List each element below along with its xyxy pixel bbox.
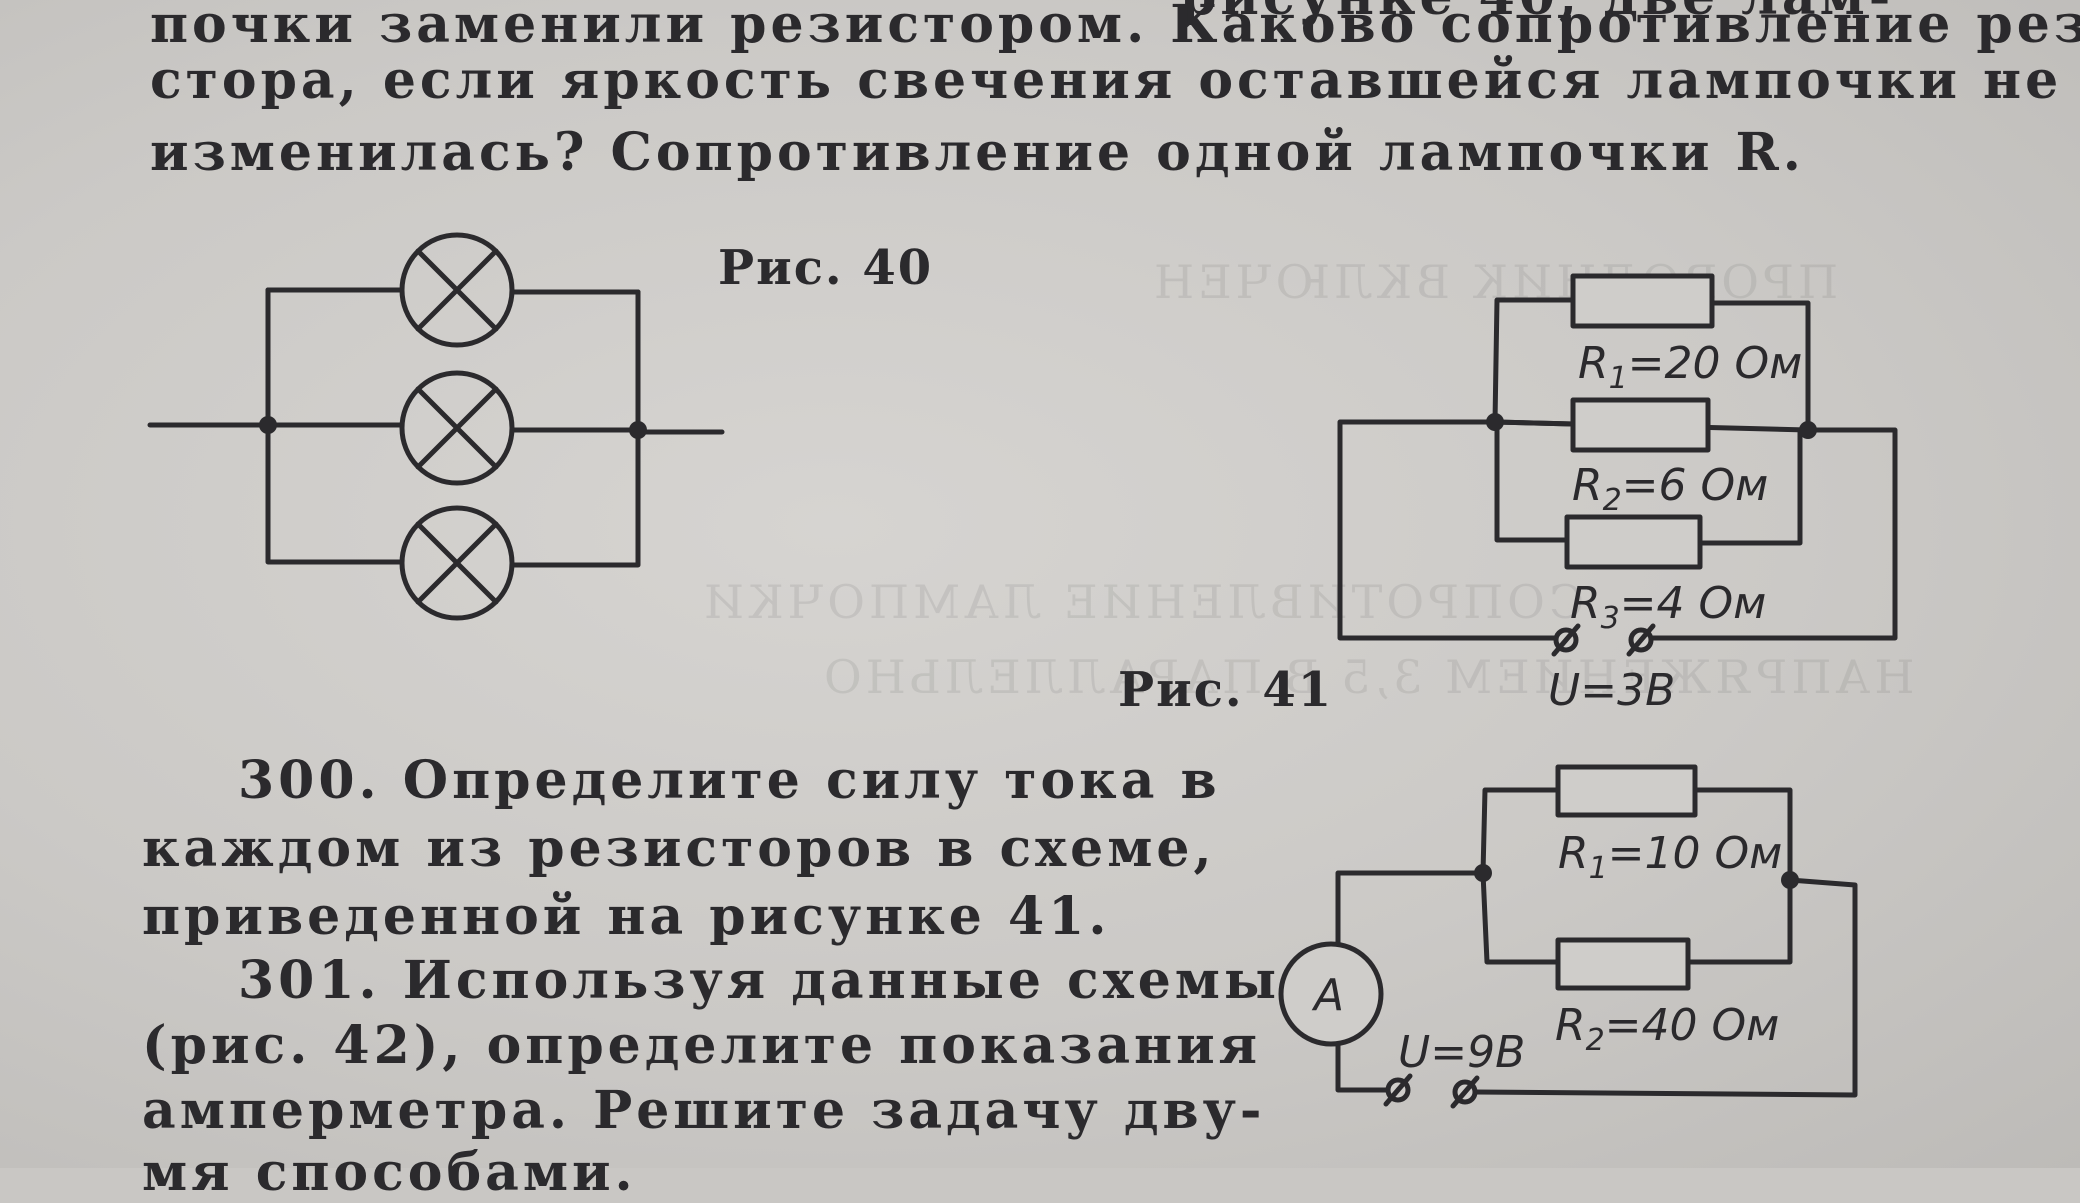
- lamp-icon: [399, 370, 515, 486]
- circuit-diagrams: R1=20 Ом R2=6 Ом R3=4 Ом U=3В R1=10 Ом R…: [147, 232, 1898, 1109]
- problem-301-line-1: 301. Используя данные схемы: [238, 950, 1280, 1011]
- problem-300-line-1: 300. Определите силу тока в: [238, 750, 1221, 811]
- fig41-r3-label: R3=4 Ом: [1570, 578, 1766, 636]
- fig41-r2-label: R2=6 Ом: [1572, 460, 1768, 518]
- problem-301-line-3: амперметра. Решите задачу дву-: [142, 1080, 1266, 1141]
- fig41-r1-label: R1=20 Ом: [1578, 338, 1802, 396]
- fig41-circuit: [1337, 273, 1898, 657]
- resistor-r3: [1564, 514, 1703, 570]
- problem-301-line-2: (рис. 42), определите показания: [142, 1015, 1262, 1076]
- junction-dots: [259, 413, 1817, 889]
- fig41-caption: Рис. 41: [1118, 662, 1334, 718]
- problem-300-text: Определите силу тока в: [402, 750, 1221, 811]
- resistor-r2: [1555, 937, 1691, 991]
- fig42-r2-label: R2=40 Ом: [1555, 1000, 1779, 1058]
- terminal-icon: [1626, 623, 1656, 657]
- lamp-icon: [399, 232, 515, 348]
- intro-line-1: почки заменили резистором. Каково сопрот…: [150, 0, 2080, 55]
- ammeter-icon: [1278, 941, 1384, 1047]
- terminal-icon: [1383, 1073, 1413, 1107]
- fig42-circuit: [1278, 764, 1858, 1109]
- intro-line-2: стора, если яркость свечения оставшейся …: [150, 50, 2063, 111]
- resistor-r1: [1555, 764, 1698, 818]
- fig42-r1-label: R1=10 Ом: [1558, 828, 1782, 886]
- fig40-caption: Рис. 40: [718, 240, 934, 296]
- fig40-circuit: [147, 232, 725, 621]
- intro-top-fragment: рисунке 40, две лам-: [1180, 0, 1894, 27]
- resistor-r2: [1570, 397, 1711, 453]
- terminal-icon: [1551, 623, 1581, 657]
- problem-300-line-3: приведенной на рисунке 41.: [142, 886, 1111, 947]
- problem-300-line-2: каждом из резисторов в схеме,: [142, 818, 1216, 879]
- fig41-voltage-label: U=3В: [1548, 665, 1675, 716]
- lamp-icon: [399, 505, 515, 621]
- problem-300-number: 300.: [238, 750, 381, 811]
- terminal-icon: [1450, 1075, 1480, 1109]
- problem-301-text: Используя данные схемы: [402, 950, 1281, 1011]
- problem-301-number: 301.: [238, 950, 381, 1011]
- intro-line-3: изменилась? Сопротивление одной лампочки…: [150, 122, 1805, 183]
- fig42-voltage-label: U=9В: [1398, 1027, 1525, 1078]
- ammeter-label: A: [1311, 970, 1344, 1021]
- resistor-r1: [1570, 273, 1715, 329]
